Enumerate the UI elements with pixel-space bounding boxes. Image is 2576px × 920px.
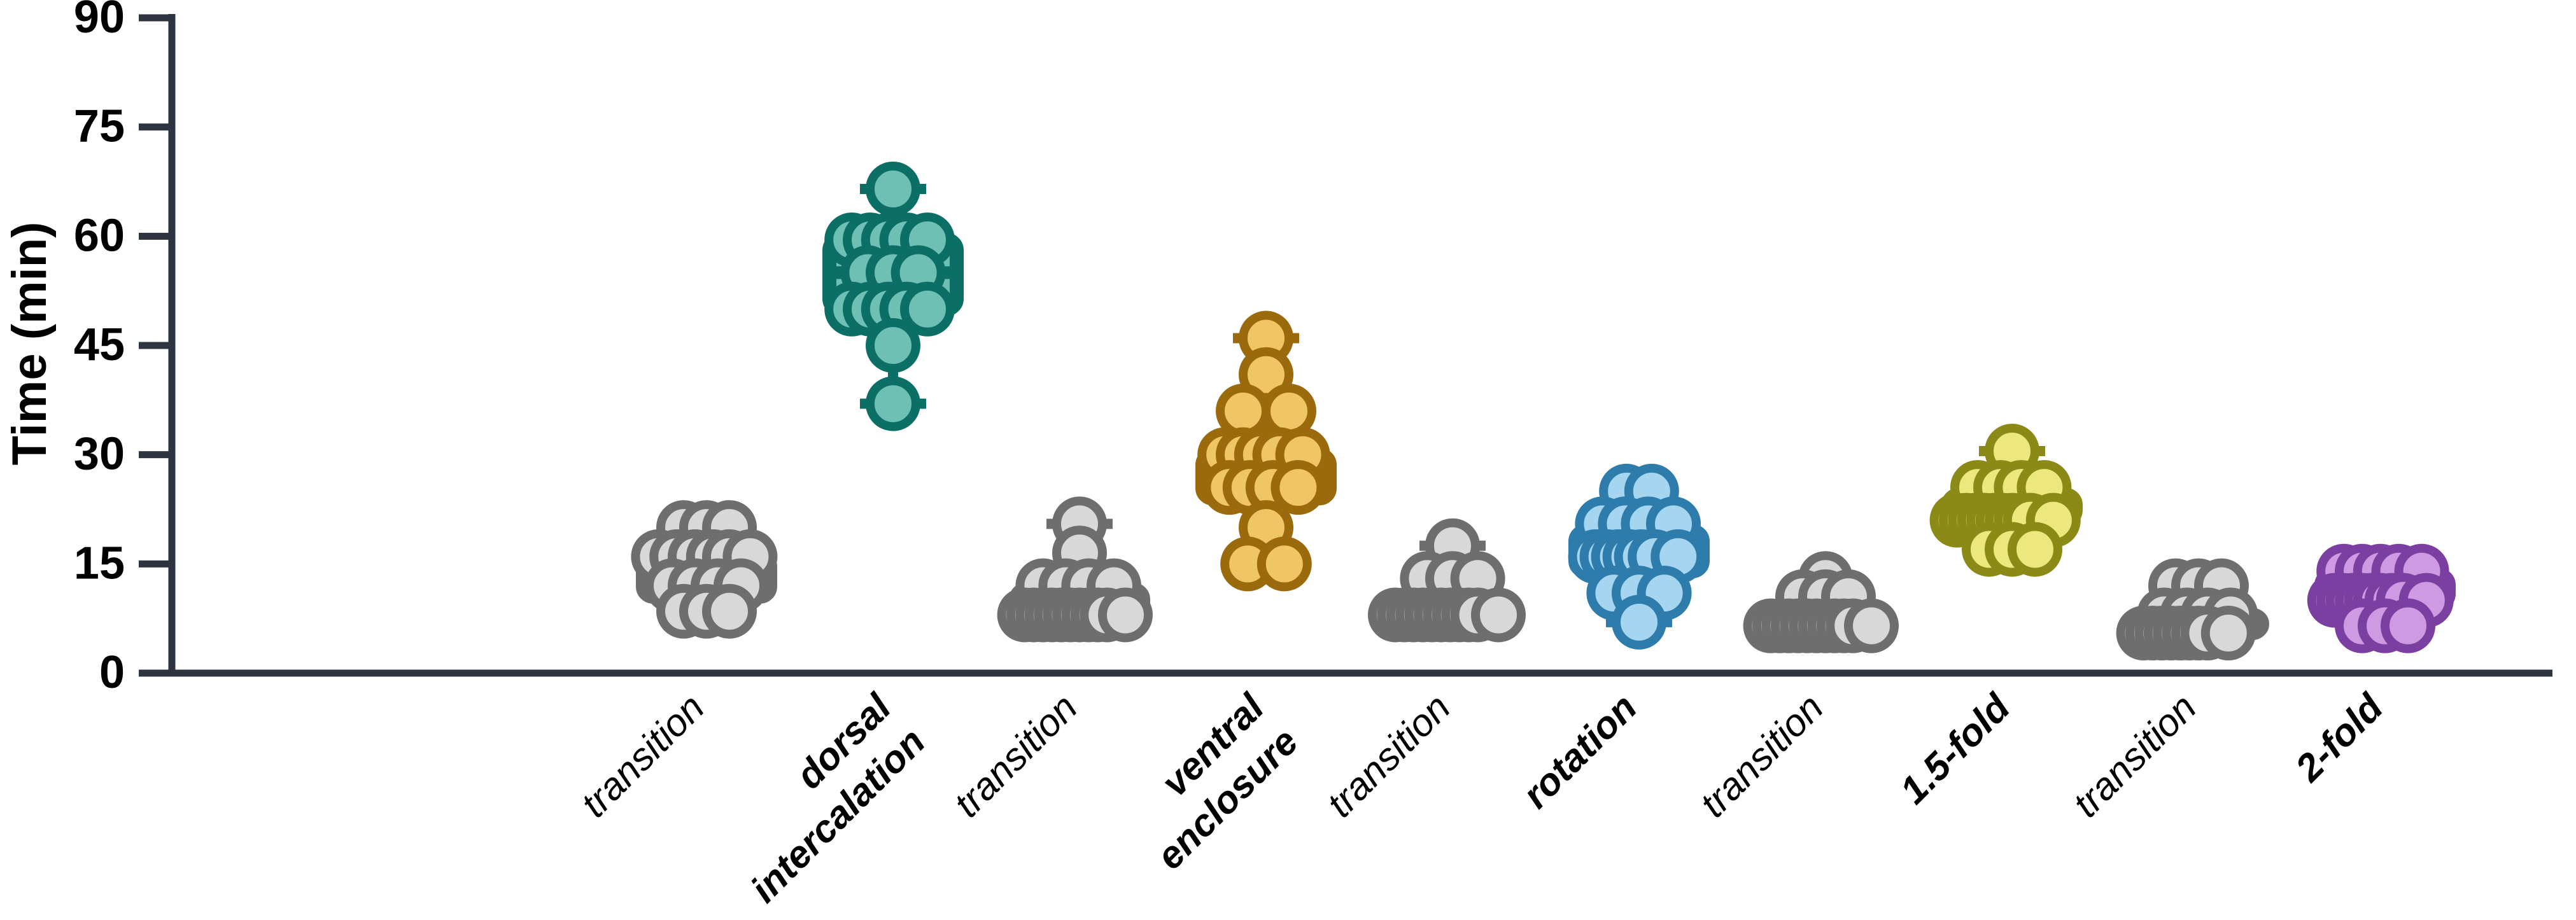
series-0-transition <box>631 500 778 639</box>
series-4-transition <box>1368 518 1526 643</box>
y-axis-title-group: Time (min) <box>3 222 57 466</box>
data-point <box>1612 594 1666 650</box>
x-tick-label-0: transition <box>573 686 713 826</box>
data-point <box>2008 522 2062 577</box>
y-tick-label-30: 30 <box>74 429 125 480</box>
x-tick-label-6: transition <box>1692 686 1832 826</box>
data-point <box>1256 536 1312 592</box>
x-tick-label-line: transition <box>1692 686 1832 826</box>
series-7-1.5-fold <box>1929 423 2083 577</box>
data-point <box>1216 384 1270 438</box>
x-tick-label-2: transition <box>946 686 1086 826</box>
data-point <box>2381 598 2435 653</box>
x-tick-label-line: transition <box>946 686 1086 826</box>
data-point <box>1471 587 1526 643</box>
data-point <box>1270 460 1326 515</box>
y-tick-label-45: 45 <box>74 319 125 370</box>
y-axis-title: Time (min) <box>3 222 57 466</box>
series-3-ventral-enclosure <box>1195 310 1337 592</box>
x-tick-label-9: 2-fold <box>2287 685 2392 790</box>
series-6-transition <box>1743 551 1899 653</box>
x-tick-label-line: 1.5-fold <box>1892 685 2018 812</box>
data-point <box>702 583 757 639</box>
series-5-rotation <box>1568 463 1710 650</box>
data-point <box>866 161 920 216</box>
plot-series-group <box>631 161 2456 661</box>
data-point <box>900 281 955 337</box>
y-tick-label-75: 75 <box>74 101 125 152</box>
y-tick-label-0: 0 <box>99 647 125 698</box>
data-point <box>1262 384 1316 438</box>
x-tick-label-line: transition <box>1319 686 1459 826</box>
data-point <box>2200 606 2256 661</box>
data-point <box>1844 598 1899 653</box>
y-tick-label-15: 15 <box>74 538 125 589</box>
x-tick-label-line: transition <box>2065 686 2205 826</box>
data-point <box>866 318 920 373</box>
x-tick-label-7: 1.5-fold <box>1892 685 2018 812</box>
y-axis: 0 15 30 45 60 75 90 <box>74 0 176 698</box>
x-tick-label-line: rotation <box>1514 686 1645 816</box>
data-point <box>1098 587 1153 643</box>
x-tick-label-8: transition <box>2065 686 2205 826</box>
x-tick-label-5: rotation <box>1514 686 1645 816</box>
y-tick-label-90: 90 <box>74 0 125 43</box>
x-tick-label-4: transition <box>1319 686 1459 826</box>
data-point <box>866 376 920 431</box>
x-tick-label-line: transition <box>573 686 713 826</box>
y-tick-label-60: 60 <box>74 210 125 261</box>
series-9-2-fold <box>2307 543 2456 653</box>
x-tick-label-line: 2-fold <box>2287 685 2392 790</box>
series-2-transition <box>997 496 1153 643</box>
series-8-transition <box>2116 558 2269 661</box>
series-1-dorsal-intercalation <box>822 161 964 431</box>
